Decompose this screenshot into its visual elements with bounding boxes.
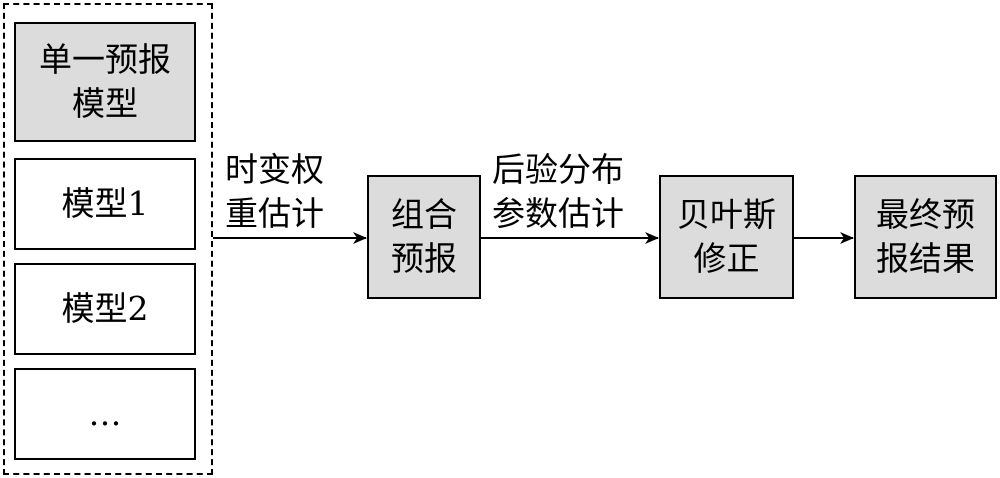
single-model-title-box: 单一预报 模型 [14,22,196,142]
final-result-label: 最终预 报结果 [876,195,975,278]
model-1-box: 模型1 [14,158,196,250]
model-more-label: … [88,394,122,433]
single-model-title: 单一预报 模型 [39,40,171,123]
bayes-correction-label: 贝叶斯 修正 [677,195,776,278]
final-result-box: 最终预 报结果 [854,175,997,299]
edge-label-weights: 时变权 重估计 [225,150,324,233]
model-more-box: … [14,368,196,460]
combine-forecast-label: 组合 预报 [391,195,457,278]
model-1-label: 模型1 [61,184,149,223]
model-2-box: 模型2 [14,263,196,355]
model-2-label: 模型2 [61,289,149,328]
edge-label-posterior: 后验分布 参数估计 [492,150,624,233]
combine-forecast-box: 组合 预报 [367,175,481,299]
bayes-correction-box: 贝叶斯 修正 [659,175,794,299]
single-models-group [3,3,213,475]
